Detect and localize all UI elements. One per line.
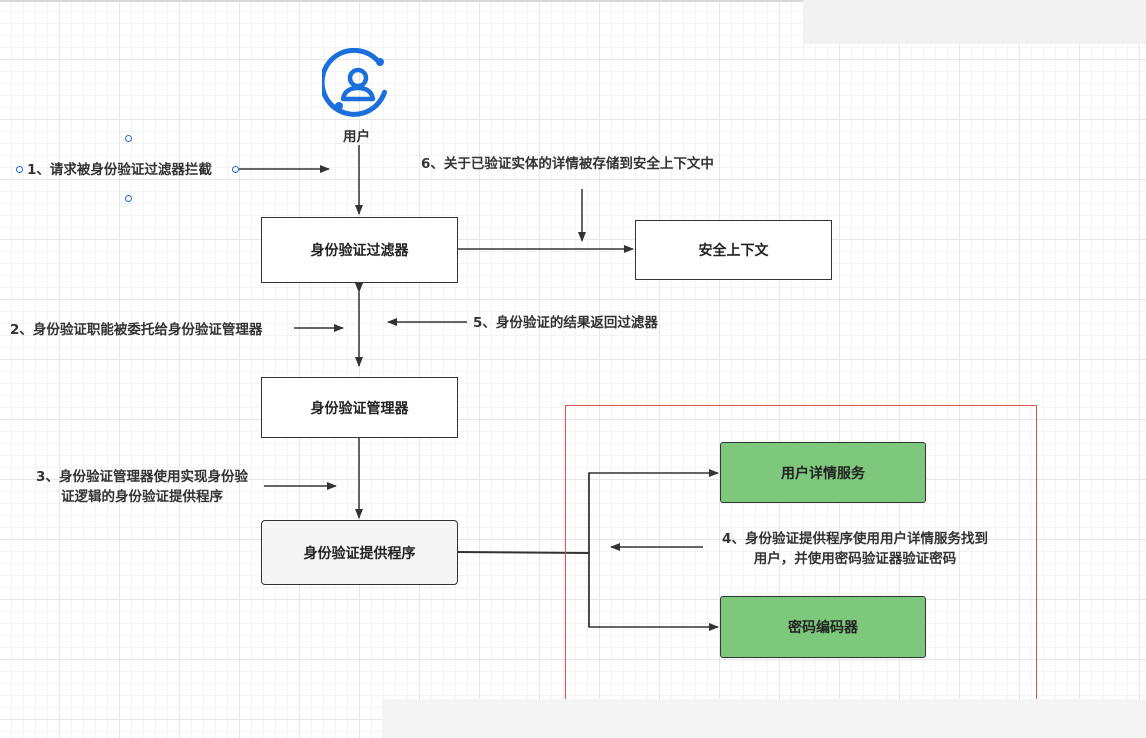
canvas-top-border [0, 0, 1146, 2]
password-encoder-label: 密码编码器 [788, 620, 858, 636]
user-icon [322, 48, 389, 117]
step5-label: 5、身份验证的结果返回过滤器 [473, 315, 658, 331]
step3-line2: 证逻辑的身份验证提供程序 [61, 489, 223, 505]
step4-line1: 4、身份验证提供程序使用用户详情服务找到 [722, 531, 988, 547]
auth-filter-label: 身份验证过滤器 [310, 243, 409, 259]
edge-branch-to-encoder [588, 473, 719, 631]
user-label: 用户 [343, 129, 370, 145]
selection-handle-right[interactable] [232, 166, 239, 173]
user-details-service-node[interactable]: 用户详情服务 [720, 442, 926, 503]
password-encoder-node[interactable]: 密码编码器 [720, 596, 926, 658]
auth-manager-node[interactable]: 身份验证管理器 [261, 377, 458, 438]
step3-label: 3、身份验证管理器使用实现身份验 证逻辑的身份验证提供程序 [22, 467, 262, 507]
user-lookup-region [565, 405, 1037, 705]
step6-label: 6、关于已验证实体的详情被存储到安全上下文中 [421, 156, 714, 172]
security-context-node[interactable]: 安全上下文 [635, 220, 832, 280]
step3-line1: 3、身份验证管理器使用实现身份验 [36, 469, 248, 485]
selection-handle-left[interactable] [16, 166, 23, 173]
step4-line2: 用户，并使用密码验证器验证密码 [753, 551, 957, 567]
auth-filter-node[interactable]: 身份验证过滤器 [261, 217, 458, 283]
toolbar-overlay [803, 0, 1146, 44]
edge-provider-branch [456, 551, 590, 554]
step2-label: 2、身份验证职能被委托给身份验证管理器 [10, 322, 263, 338]
auth-provider-node[interactable]: 身份验证提供程序 [261, 520, 458, 585]
security-context-label: 安全上下文 [698, 243, 769, 259]
bottom-overlay [382, 699, 1146, 738]
selection-handle-bottom[interactable] [125, 195, 132, 202]
auth-manager-label: 身份验证管理器 [310, 400, 409, 417]
auth-provider-label: 身份验证提供程序 [303, 545, 416, 562]
user-details-service-label: 用户详情服务 [781, 465, 865, 482]
step1-label[interactable]: 1、请求被身份验证过滤器拦截 [27, 162, 212, 178]
selection-handle-top[interactable] [125, 135, 132, 142]
step4-label: 4、身份验证提供程序使用用户详情服务找到 用户，并使用密码验证器验证密码 [706, 529, 1004, 569]
